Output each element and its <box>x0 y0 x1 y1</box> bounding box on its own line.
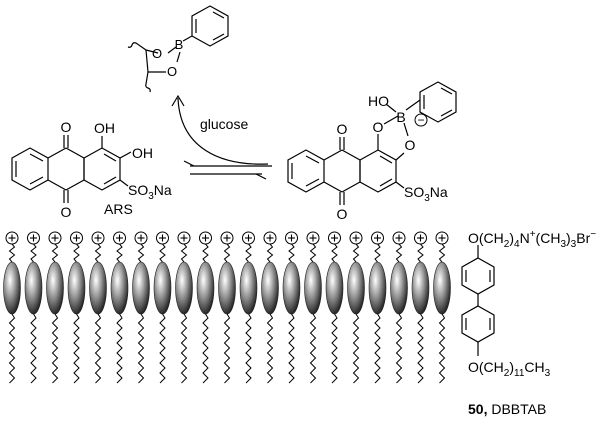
amphiphile-molecule <box>110 231 129 384</box>
complex-o-top: O <box>337 121 348 137</box>
biphenyl-core-icon <box>24 261 43 315</box>
dbbtab-structure <box>461 245 495 356</box>
complex-so3na-label: SO3Na <box>404 184 448 204</box>
amphiphile-molecule <box>282 231 301 384</box>
amphiphile-molecule <box>411 231 430 384</box>
biphenyl-core-icon <box>304 261 322 315</box>
complex-structure <box>287 81 457 205</box>
f6: + <box>530 229 536 240</box>
compound-name: DBBTAB <box>487 401 546 417</box>
ars-so3-post: Na <box>154 182 172 198</box>
f5: N <box>520 230 530 246</box>
amphiphile-molecule <box>368 231 387 384</box>
g2: 2 <box>504 368 510 379</box>
glucose-arrow <box>171 94 269 165</box>
ars-o-top: O <box>61 119 72 135</box>
amphiphile-molecule <box>175 231 193 384</box>
boronate-o2-label: O <box>167 64 177 79</box>
biphenyl-core-icon <box>196 261 215 315</box>
ars-so3-pre: SO <box>128 182 148 198</box>
dbbtab-bottom-formula: O(CH2)11CH3 <box>468 359 551 379</box>
biphenyl-core-icon <box>110 261 129 315</box>
complex-o2-label: O <box>405 137 416 153</box>
biphenyl-core-icon <box>153 261 172 315</box>
f4: 4 <box>514 239 520 250</box>
biphenyl-core-icon <box>390 261 408 315</box>
complex-so3-pre: SO <box>404 184 424 200</box>
f1: O(CH <box>468 230 504 246</box>
complex-o1-label: O <box>373 119 384 135</box>
biphenyl-core-icon <box>132 261 150 315</box>
f9: ) <box>566 230 571 246</box>
g1: O(CH <box>468 359 504 375</box>
complex-ho-label: HO <box>368 93 389 109</box>
biphenyl-core-icon <box>261 261 279 315</box>
amphiphile-molecule <box>3 231 21 384</box>
ars-oh2: OH <box>132 145 153 161</box>
amphiphile-molecule <box>153 231 172 384</box>
biphenyl-core-icon <box>67 261 86 315</box>
f11: Br <box>576 230 590 246</box>
ars-so3na-label: SO3Na <box>128 182 172 202</box>
biphenyl-core-icon <box>175 261 193 315</box>
g3: ) <box>509 359 514 375</box>
biphenyl-core-icon <box>46 261 64 315</box>
f8: 3 <box>560 239 566 250</box>
amphiphile-molecule <box>67 231 86 384</box>
complex-b-label: B <box>396 109 405 125</box>
ars-structure <box>11 135 132 203</box>
biphenyl-core-icon <box>3 261 21 315</box>
boronate-ester-structure <box>127 5 229 93</box>
biphenyl-core-icon <box>347 261 365 315</box>
compound-number: 50, <box>468 401 487 417</box>
amphiphile-molecule <box>261 231 279 384</box>
amphiphile-molecule <box>132 231 150 384</box>
biphenyl-core-icon <box>89 261 107 315</box>
ars-o-bottom: O <box>61 204 72 220</box>
amphiphile-molecule <box>325 231 344 384</box>
ars-so3-sub: 3 <box>148 191 154 202</box>
boronate-o1-label: O <box>152 46 162 61</box>
compound-caption: 50, DBBTAB <box>468 401 546 417</box>
f7: (CH <box>536 230 561 246</box>
g5: CH <box>524 359 544 375</box>
biphenyl-core-icon <box>218 261 236 315</box>
g4: 11 <box>514 368 525 379</box>
equilibrium-arrows <box>183 160 272 180</box>
amphiphile-molecule <box>304 231 322 384</box>
dbbtab-top-formula: O(CH2)4N+(CH3)3Br− <box>468 229 596 250</box>
amphiphile-molecule <box>239 231 258 384</box>
complex-o-bottom: O <box>337 206 348 222</box>
amphiphile-molecule <box>433 231 451 384</box>
amphiphile-molecule <box>390 231 408 384</box>
biphenyl-core-icon <box>433 261 451 315</box>
amphiphile-layer <box>3 231 451 384</box>
complex-so3-post: Na <box>430 184 448 200</box>
g6: 3 <box>545 368 551 379</box>
amphiphile-molecule <box>196 231 215 384</box>
f3: ) <box>509 230 514 246</box>
negative-charge-circle <box>414 113 428 127</box>
f2: 2 <box>504 239 510 250</box>
biphenyl-core-icon <box>282 261 301 315</box>
amphiphile-molecule <box>347 231 365 384</box>
biphenyl-core-icon <box>411 261 430 315</box>
biphenyl-core-icon <box>368 261 387 315</box>
amphiphile-molecule <box>24 231 43 384</box>
ars-name-label: ARS <box>104 201 133 217</box>
ars-oh1: OH <box>94 120 115 136</box>
amphiphile-molecule <box>89 231 107 384</box>
biphenyl-core-icon <box>239 261 258 315</box>
boronate-b-label: B <box>175 37 184 52</box>
f12: − <box>590 229 596 240</box>
glucose-label: glucose <box>200 116 248 132</box>
biphenyl-core-icon <box>325 261 344 315</box>
amphiphile-molecule <box>218 231 236 384</box>
negative-charge-sign: − <box>417 113 424 127</box>
complex-so3-sub: 3 <box>424 193 430 204</box>
amphiphile-molecule <box>46 231 64 384</box>
f10: 3 <box>571 239 577 250</box>
